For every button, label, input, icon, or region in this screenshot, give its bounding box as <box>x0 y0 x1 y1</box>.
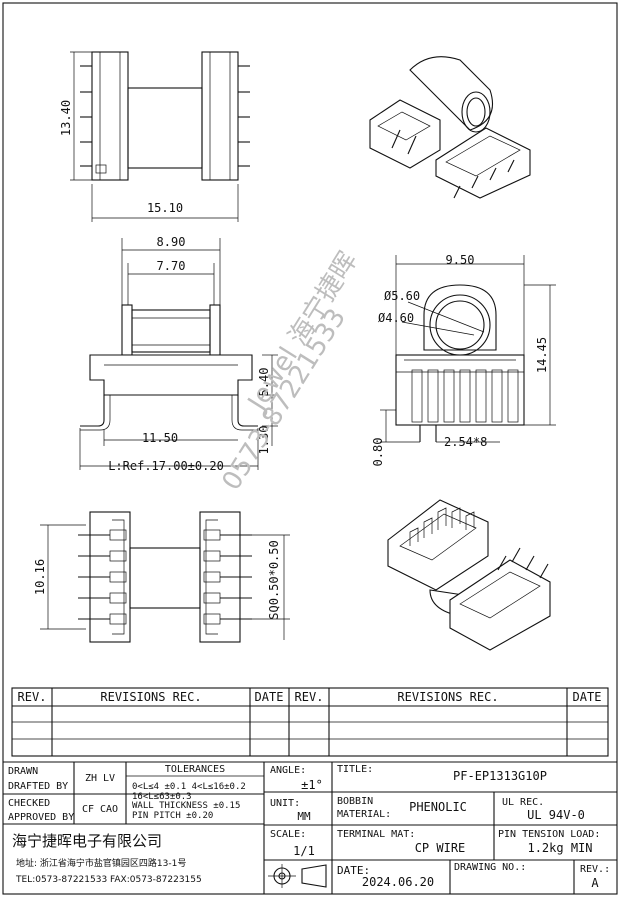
material-value: PHENOLIC <box>409 800 467 814</box>
material-label: MATERIAL: <box>337 809 391 820</box>
checked-label: CHECKED <box>8 798 50 809</box>
title-label: TITLE: <box>337 764 373 775</box>
company-address: 地址: 浙江省海宁市盐官镇园区四路13-1号 <box>16 857 186 869</box>
dim-pin-pitch: 2.54*8 <box>444 435 487 449</box>
tolerances-label: TOLERANCES <box>165 764 225 775</box>
angle-value: ±1° <box>301 778 323 792</box>
revisions-rec-header-right: REVISIONS REC. <box>397 690 498 704</box>
approved-by-label: APPROVED BY <box>8 812 74 823</box>
tolerance-line-4: PIN PITCH ±0.20 <box>132 811 213 821</box>
dim-height-14-45: 14.45 <box>535 337 549 373</box>
bottom-view <box>40 511 290 643</box>
dim-diameter-4-60: Ø4.60 <box>378 311 414 325</box>
pin-tension-label: PIN TENSION LOAD: <box>498 829 600 840</box>
side-view <box>79 238 278 470</box>
rev-header-left: REV. <box>18 690 47 704</box>
dim-height-0-80: 0.80 <box>371 438 385 467</box>
dim-height-5-40: 5.40 <box>257 368 271 397</box>
rev-label: REV.: <box>580 864 610 875</box>
scale-value: 1/1 <box>293 844 315 858</box>
dim-ref-length: L:Ref.17.00±0.20 <box>108 459 224 473</box>
drawing-number-label: DRAWING NO.: <box>454 862 526 873</box>
revisions-table <box>11 687 609 757</box>
terminal-mat-label: TERMINAL MAT: <box>337 829 415 840</box>
date-label: DATE: <box>337 864 370 877</box>
front-view <box>380 255 556 443</box>
isometric-view-top <box>369 56 531 199</box>
dim-width-11-50: 11.50 <box>142 431 178 445</box>
tolerance-line-3: WALL THICKNESS ±0.15 <box>132 801 240 811</box>
tolerance-line-1: 0<L≤4 ±0.1 4<L≤16±0.2 <box>132 782 246 792</box>
dim-width-7-70: 7.70 <box>157 259 186 273</box>
rev-value: A <box>591 876 599 890</box>
scale-label: SCALE: <box>270 829 306 840</box>
tolerance-line-2: 16<L≤63±0.3 <box>132 792 192 802</box>
unit-label: UNIT: <box>270 798 300 809</box>
title-value: PF-EP1313G10P <box>453 769 547 783</box>
revisions-rec-header-left: REVISIONS REC. <box>100 690 201 704</box>
company-contact: TEL:0573-87221533 FAX:0573-87223155 <box>15 875 202 885</box>
drafted-by-value: ZH LV <box>85 773 115 784</box>
angle-label: ANGLE: <box>270 765 306 776</box>
drafted-by-label: DRAFTED BY <box>8 781 68 792</box>
pin-tension-value: 1.2kg MIN <box>527 841 592 855</box>
unit-value: MM <box>297 810 311 823</box>
company-name: 海宁捷晖电子有限公司 <box>12 832 162 850</box>
dim-width-9-50: 9.50 <box>446 253 475 267</box>
terminal-mat-value: CP WIRE <box>415 841 466 855</box>
date-header-left: DATE <box>255 690 284 704</box>
rev-header-right: REV. <box>295 690 324 704</box>
ul-rec-value: UL 94V-0 <box>527 808 585 822</box>
drawn-label: DRAWN <box>8 766 38 777</box>
dim-height-13-40: 13.40 <box>59 100 73 136</box>
approved-by-value: CF CAO <box>82 804 118 815</box>
title-block <box>3 761 617 894</box>
date-value: 2024.06.20 <box>362 875 434 889</box>
dim-height-10-16: 10.16 <box>33 559 47 595</box>
dim-square-pin: SQ0.50*0.50 <box>267 540 281 619</box>
dim-diameter-5-60: Ø5.60 <box>384 289 420 303</box>
date-header-right: DATE <box>573 690 602 704</box>
bobbin-label: BOBBIN <box>337 796 373 807</box>
dim-height-1-30: 1.30 <box>257 426 271 455</box>
dim-width-8-90: 8.90 <box>157 235 186 249</box>
top-view <box>70 51 250 222</box>
dim-width-15-10: 15.10 <box>147 201 183 215</box>
isometric-view-bottom <box>387 499 551 651</box>
ul-rec-label: UL REC. <box>502 797 544 808</box>
